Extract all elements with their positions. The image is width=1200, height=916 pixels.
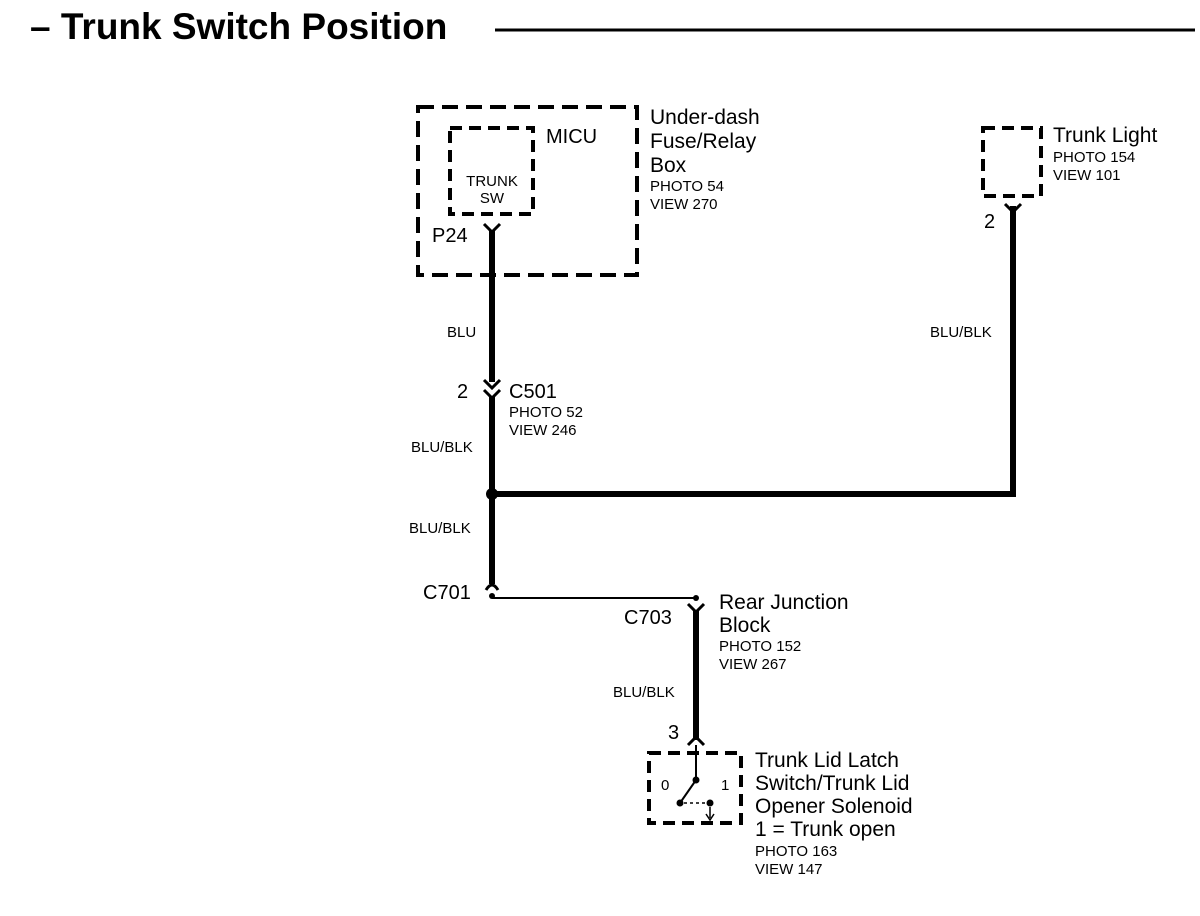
latch-position-0: 0 bbox=[661, 777, 669, 794]
c501-connector-top bbox=[482, 378, 502, 391]
wire-label-c501-splice: BLU/BLK bbox=[411, 439, 473, 456]
c501-label: C501 bbox=[509, 381, 557, 403]
latch-view: VIEW 147 bbox=[755, 861, 823, 878]
rear-junction-view: VIEW 267 bbox=[719, 656, 787, 673]
trunk-sw-label-2: SW bbox=[480, 190, 505, 207]
latch-pin: 3 bbox=[668, 722, 679, 744]
latch-photo: PHOTO 163 bbox=[755, 843, 837, 860]
trunk-light-pin: 2 bbox=[984, 211, 995, 233]
latch-arrow-icon bbox=[705, 813, 715, 822]
wire-label-c703-latch: BLU/BLK bbox=[613, 684, 675, 701]
rear-junction-name-1: Rear Junction bbox=[719, 591, 849, 614]
c501-view: VIEW 246 bbox=[509, 422, 577, 439]
c501-pin: 2 bbox=[457, 381, 468, 403]
trunk-light-label: Trunk Light bbox=[1053, 124, 1157, 147]
latch-contact-0 bbox=[676, 799, 684, 807]
latch-name-1: Trunk Lid Latch bbox=[755, 749, 899, 772]
rear-junction-photo: PHOTO 152 bbox=[719, 638, 801, 655]
rear-junction-name-2: Block bbox=[719, 614, 771, 637]
c703-label: C703 bbox=[624, 607, 672, 629]
trunk-sw-label-1: TRUNK bbox=[466, 173, 518, 190]
micu-trunk-sw-outline bbox=[448, 126, 535, 216]
trunk-light-photo: PHOTO 154 bbox=[1053, 149, 1135, 166]
c501-photo: PHOTO 52 bbox=[509, 404, 583, 421]
trunk-light-outline bbox=[981, 126, 1043, 198]
page-title: – Trunk Switch Position bbox=[30, 6, 447, 47]
latch-name-4: 1 = Trunk open bbox=[755, 818, 896, 841]
latch-switch-blade bbox=[679, 779, 697, 804]
c703-terminal bbox=[693, 595, 699, 601]
c701-label: C701 bbox=[423, 582, 471, 604]
micu-label: MICU bbox=[546, 126, 597, 148]
latch-name-2: Switch/Trunk Lid bbox=[755, 772, 909, 795]
c701-connector bbox=[484, 583, 500, 591]
wire-label-blu: BLU bbox=[447, 324, 476, 341]
micu-pin-label: P24 bbox=[432, 225, 468, 247]
latch-connector bbox=[686, 734, 706, 747]
wire-label-splice-c701: BLU/BLK bbox=[409, 520, 471, 537]
fuse-box-name-2: Fuse/Relay bbox=[650, 130, 757, 153]
fuse-box-name-3: Box bbox=[650, 154, 687, 177]
wire-label-trunk-light: BLU/BLK bbox=[930, 324, 992, 341]
fuse-box-view: VIEW 270 bbox=[650, 196, 718, 213]
latch-name-3: Opener Solenoid bbox=[755, 795, 913, 818]
fuse-box-photo: PHOTO 54 bbox=[650, 178, 724, 195]
fuse-box-name-1: Under-dash bbox=[650, 106, 760, 129]
fuse-relay-box-outline bbox=[416, 105, 639, 277]
latch-contact-1 bbox=[706, 799, 714, 807]
trunk-light-connector bbox=[1003, 202, 1023, 215]
trunk-light-view: VIEW 101 bbox=[1053, 167, 1121, 184]
latch-position-1: 1 bbox=[721, 777, 729, 794]
